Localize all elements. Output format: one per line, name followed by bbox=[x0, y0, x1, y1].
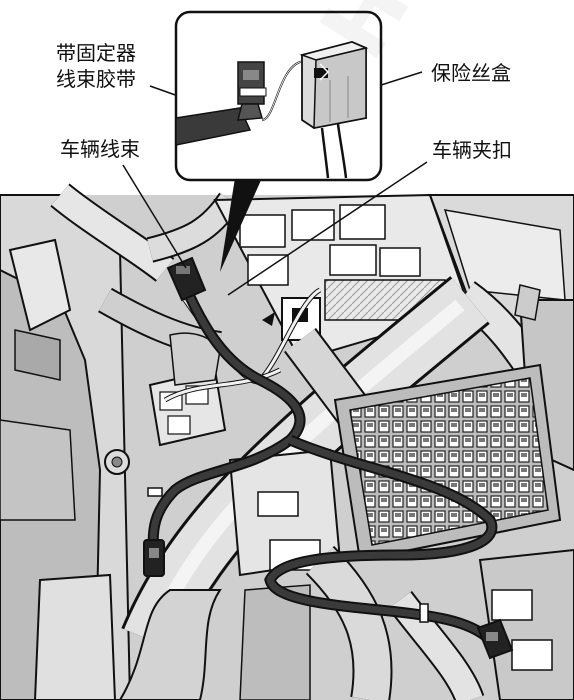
cable-tie-icon bbox=[419, 603, 429, 623]
harness-connector-right bbox=[476, 618, 514, 660]
fuse-box-icon bbox=[333, 363, 562, 562]
connector-icon bbox=[491, 589, 533, 621]
inset-pointer bbox=[220, 178, 262, 272]
label-vehicle-harness: 车辆线束 bbox=[60, 137, 140, 161]
harness-connector-left bbox=[143, 539, 165, 577]
fuse-box-icon bbox=[299, 41, 369, 129]
harness-connector-top bbox=[166, 256, 207, 302]
left-frame bbox=[0, 194, 132, 700]
marker-arrow bbox=[262, 312, 275, 326]
inset-detail bbox=[174, 10, 383, 272]
cable-tie-icon bbox=[147, 487, 163, 497]
engine-bay-illustration bbox=[0, 183, 574, 700]
label-vehicle-clip: 车辆夹扣 bbox=[432, 138, 512, 162]
label-cable-tie-line1: 带固定器 bbox=[56, 41, 136, 65]
label-cable-tie-with-holder: 带固定器 线束胶带 bbox=[56, 40, 136, 92]
label-cable-tie-line2: 线束胶带 bbox=[56, 67, 136, 91]
cable-tie-icon bbox=[237, 61, 267, 121]
label-fuse-box: 保险丝盒 bbox=[431, 61, 511, 85]
vehicle-harness bbox=[147, 272, 498, 645]
